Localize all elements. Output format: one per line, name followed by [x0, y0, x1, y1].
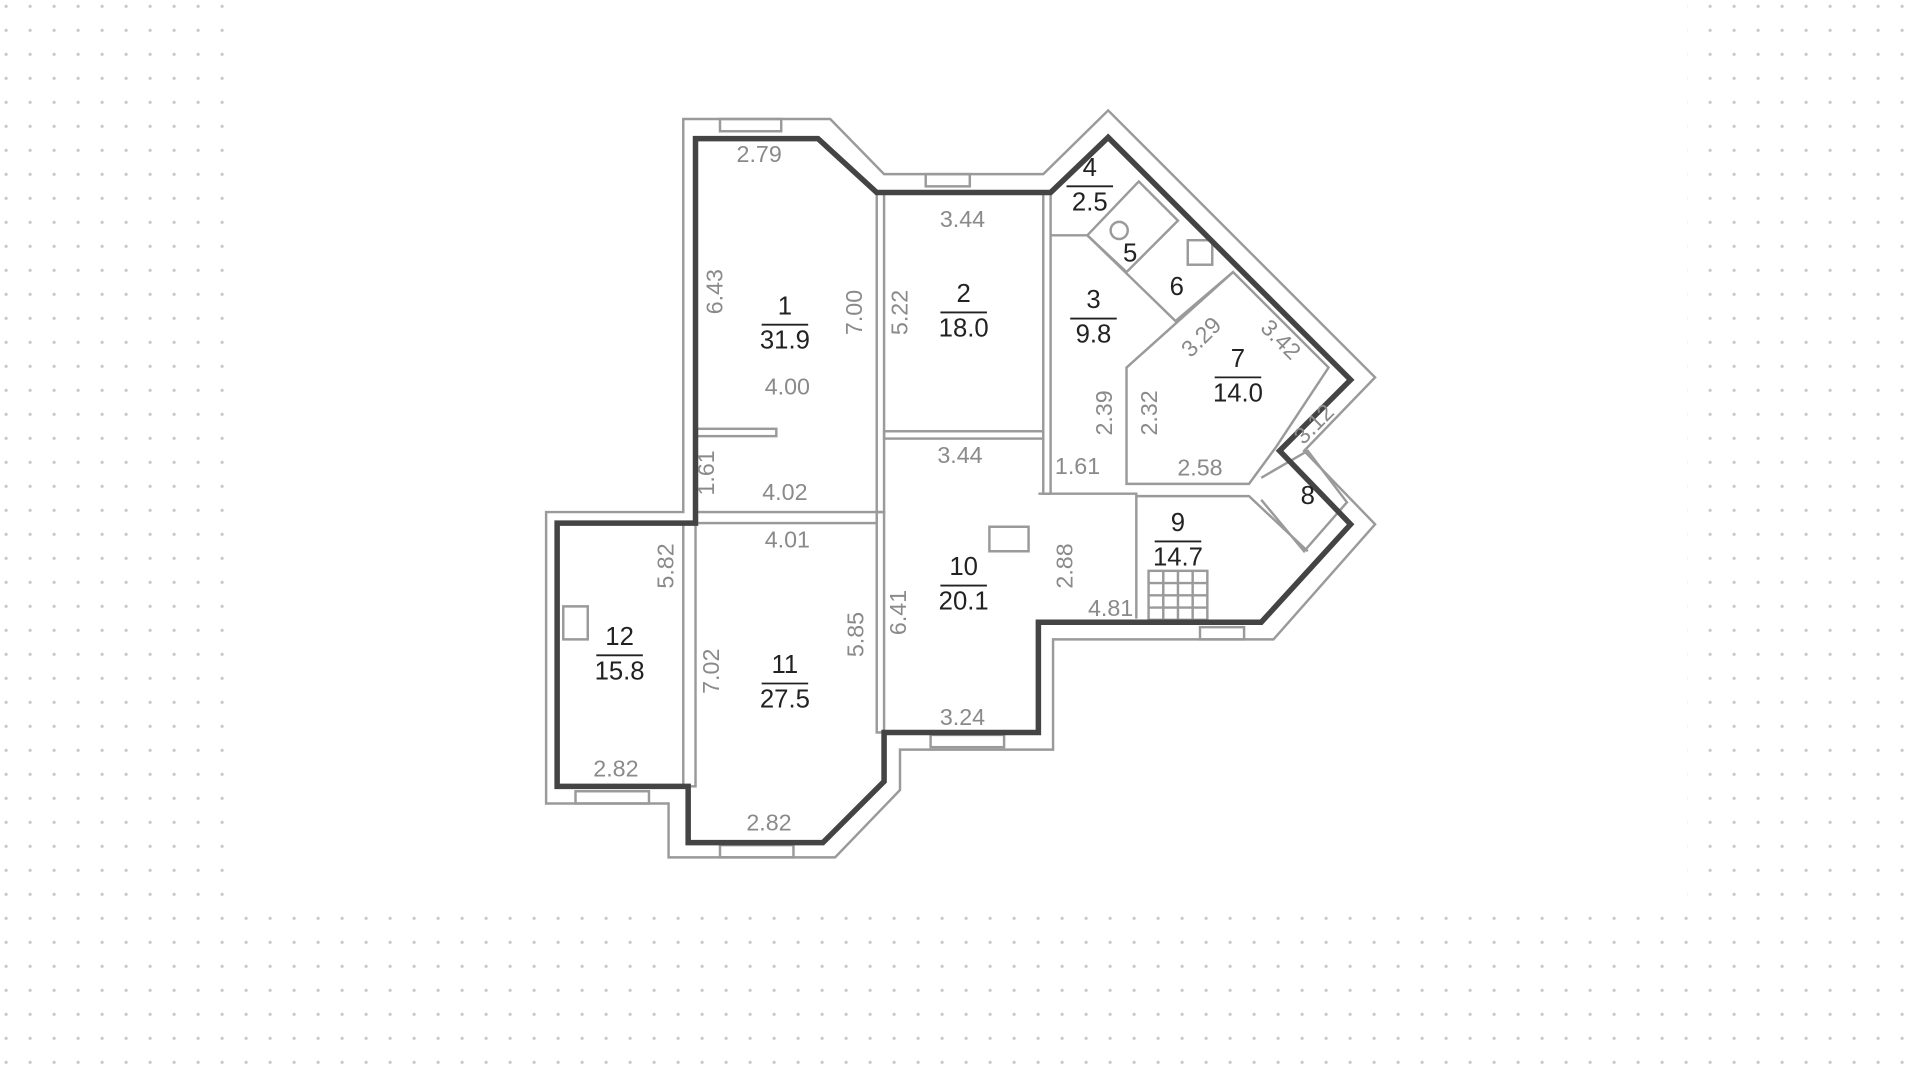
room-label-12: 12 15.8 [595, 623, 645, 685]
dimension-label: 4.00 [765, 374, 810, 400]
room-number: 11 [772, 651, 799, 679]
outer-walls [544, 108, 1377, 859]
room-label-11: 11 27.5 [760, 651, 810, 713]
room-area: 18.0 [939, 314, 989, 342]
room-labels: 131.9218.039.842.556714.08914.71020.1112… [595, 154, 1315, 713]
room-number: 9 [1171, 509, 1185, 537]
room-label-9: 914.7 [1153, 509, 1203, 571]
dimension-label: 4.81 [1088, 595, 1133, 621]
room-area: 14.0 [1213, 379, 1263, 407]
room-label-3: 39.8 [1070, 286, 1117, 349]
dimension-label: 1.61 [693, 450, 719, 495]
room-number: 4 [1083, 154, 1097, 182]
room-number: 7 [1231, 345, 1245, 373]
room-number: 1 [778, 292, 792, 320]
room-area: 9.8 [1076, 321, 1112, 349]
room-label-1: 131.9 [760, 292, 810, 354]
room-area: 27.5 [760, 685, 810, 713]
dimension-label: 4.02 [762, 479, 807, 505]
dimension-label: 2.82 [746, 809, 791, 835]
room-number: 6 [1170, 273, 1184, 301]
dimension-label: 2.32 [1136, 390, 1162, 435]
room-area: 15.8 [595, 657, 645, 685]
room-label-5: 5 [1123, 240, 1137, 268]
room-label-7: 714.0 [1213, 345, 1263, 407]
room-number: 8 [1301, 482, 1315, 510]
room-number: 12 [605, 623, 634, 651]
dimension-label: 4.01 [765, 527, 810, 553]
room-label-2: 218.0 [939, 280, 989, 342]
dimension-label: 2.58 [1177, 454, 1222, 480]
dimension-label: 5.82 [652, 543, 678, 588]
dimension-label: 5.22 [886, 290, 912, 335]
dimension-label: 7.02 [698, 649, 724, 694]
plan-area-background [232, 0, 1688, 907]
dimension-label: 2.39 [1091, 390, 1117, 435]
dimension-label: 6.43 [701, 269, 727, 314]
room-area: 14.7 [1153, 543, 1203, 571]
dimension-label: 3.44 [940, 206, 985, 232]
room-number: 5 [1123, 240, 1137, 268]
room-label-8: 8 [1301, 482, 1315, 510]
room-label-10: 10 20.1 [939, 553, 989, 615]
room-number: 2 [957, 280, 971, 308]
room-number: 10 [949, 553, 978, 581]
dimension-label: 1.61 [1055, 453, 1100, 479]
dimension-label: 3.44 [937, 442, 982, 468]
apartment-outline [554, 133, 1355, 846]
room-label-4: 42.5 [1066, 154, 1114, 216]
dimension-label: 5.85 [842, 612, 868, 657]
dimension-label: 7.00 [841, 290, 867, 335]
dimension-label: 3.24 [940, 704, 985, 730]
dimension-label: 2.79 [737, 141, 782, 167]
room-area: 20.1 [939, 587, 989, 615]
dimension-label: 2.82 [593, 756, 638, 782]
room-area: 31.9 [760, 327, 810, 355]
room-number: 3 [1086, 286, 1100, 314]
dimension-label: 6.41 [885, 590, 911, 635]
room-label-6: 6 [1170, 273, 1184, 301]
room-area: 2.5 [1072, 188, 1108, 216]
dimension-label: 2.88 [1052, 543, 1078, 588]
